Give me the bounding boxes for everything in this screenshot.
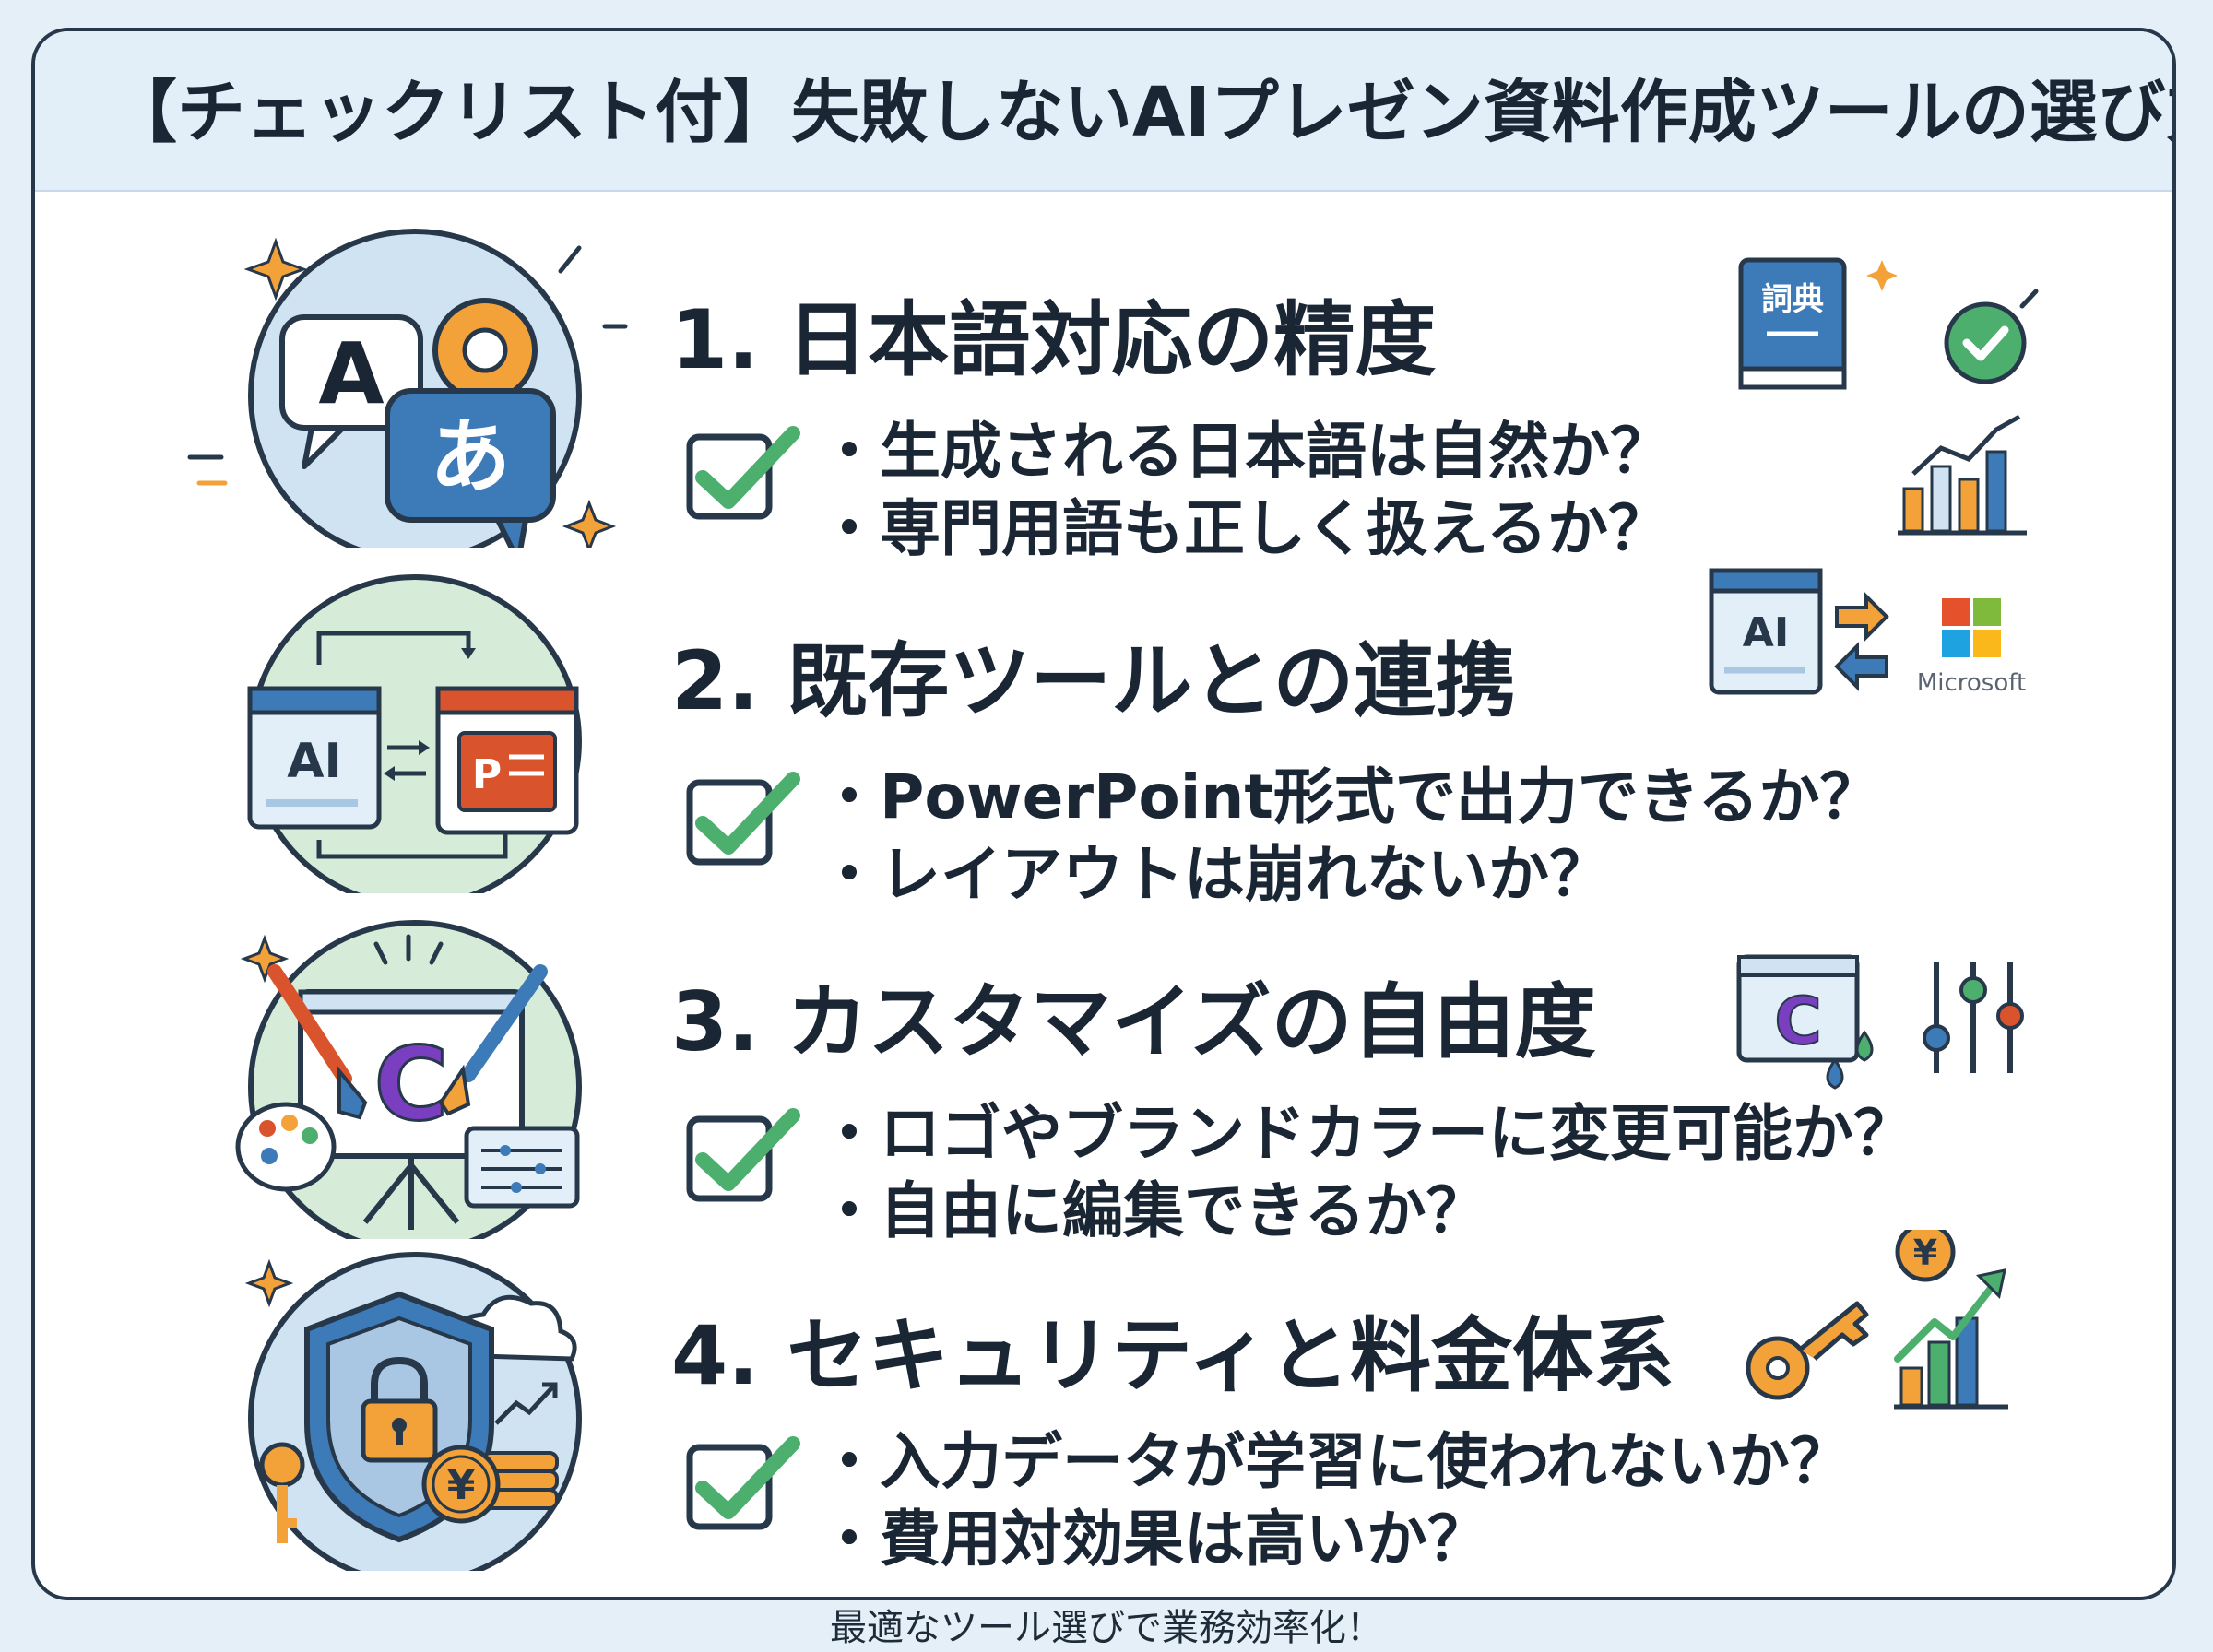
powerpoint-letter: P [472,751,502,798]
checklist-item: ・生成される日本語は自然か？ [819,416,1671,487]
section-japanese-accuracy: A あ 1. 日本語対応の精度 ・生成される日本語は自然か？ ・専門用語も正しく… [35,206,2172,564]
section-security-pricing: ¥ 4. セキュリティと料金体系 ・入力データが学習に使われないか？ ・費用対効… [35,1230,2172,1575]
yen-coin-icon: ¥ [421,1445,559,1524]
gear-icon [432,298,538,403]
section-customization: C [35,898,2172,1246]
section-icons: 詞典 [1738,257,2039,536]
section-icons: AI Microsoft [1709,568,2026,697]
yen-coin-icon: ¥ [1895,1230,1956,1282]
section-icons: ¥ [1746,1230,2008,1410]
ai-label: AI [287,734,342,789]
checkbox-checked-icon [686,426,800,520]
checkbox-checked-icon [686,772,800,866]
palette-icon [235,1102,337,1192]
section-title: 4. セキュリティと料金体系 [671,1308,1675,1403]
checklist-item: ・PowerPoint形式で出力できるか？ [819,761,1881,832]
security-illustration: ¥ [244,1252,582,1571]
color-drop-icon [1826,1030,1874,1090]
checklist-item: ・自由に編集できるか？ [819,1175,1487,1246]
hiragana-a-glyph: あ [430,409,511,504]
section-tool-integration: AI P 2. 既存ツールとの連携 ・PowerPoin [35,552,2172,910]
dictionary-label: 詞典 [1761,281,1824,318]
ai-window-icon: AI [1709,568,1823,695]
growth-arrow-icon [494,1382,558,1425]
letter-a-glyph: A [318,324,384,423]
section-title: 1. 日本語対応の精度 [671,292,1437,387]
checkbox-checked-icon [686,1108,800,1202]
footer-caption: 最適なツール選びで業務効率化！ [830,1607,1383,1649]
key-icon [1746,1301,1869,1400]
logo-c-glyph: C [374,1025,449,1143]
section-title: 3. カスタマイズの自由度 [671,974,1596,1069]
dictionary-icon: 詞典 [1738,257,1847,390]
ai-label: AI [1743,609,1789,656]
sync-arrows-icon [1834,592,1889,691]
checkmark-circle-icon [1944,289,2039,384]
logo-c-glyph: C [1774,984,1821,1059]
checklist-item: ・費用対効果は高いか？ [819,1504,1488,1575]
sliders-icon [1923,962,2024,1073]
section-icons: C [1736,954,2024,1090]
paintbrush-icon [267,964,548,1120]
logo-window-icon: C [1736,954,1860,1063]
card-header: 【チェックリスト付】失敗しないAIプレゼン資料作成ツールの選び方 [35,31,2172,192]
page-title: 【チェックリスト付】失敗しないAIプレゼン資料作成ツールの選び方 [109,73,2176,152]
powerpoint-window-icon: P [435,686,579,835]
microsoft-logo-icon: Microsoft [1917,598,2026,697]
checklist-item: ・レイアウトは崩れないか？ [819,839,1610,910]
sliders-panel-icon [464,1126,580,1209]
checkbox-checked-icon [686,1436,800,1530]
integration-illustration: AI P [247,574,582,893]
microsoft-wordmark: Microsoft [1917,669,2026,697]
section-title: 2. 既存ツールとの連携 [671,633,1517,728]
yen-symbol: ¥ [1913,1233,1937,1273]
translate-bubbles-icon: A あ [187,229,628,548]
checklist-item: ・入力データが学習に使われないか？ [819,1426,1851,1497]
checklist-card: 【チェックリスト付】失敗しないAIプレゼン資料作成ツールの選び方 A あ 1. … [31,28,2176,1600]
growth-chart-icon [1894,1268,2008,1410]
checklist-item: ・ロゴやブランドカラーに変更可能か？ [819,1098,1914,1169]
bar-chart-icon [1898,414,2027,536]
checklist-item: ・専門用語も正しく扱えるか？ [819,493,1670,564]
sync-arrows-icon [384,740,430,781]
key-icon [259,1442,305,1543]
yen-symbol: ¥ [447,1462,476,1509]
customization-illustration: C [235,920,582,1239]
ai-window-icon: AI [247,686,382,830]
